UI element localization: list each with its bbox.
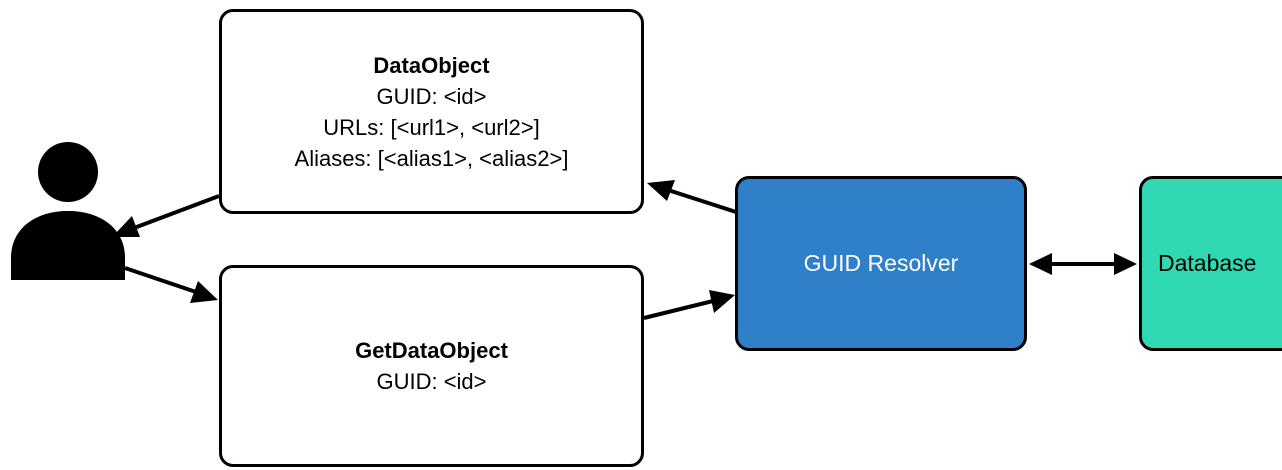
data-object-title: DataObject <box>373 52 490 78</box>
get-data-object-box: GetDataObject GUID: <id> <box>219 265 644 467</box>
data-object-box: DataObject GUID: <id> URLs: [<url1>, <ur… <box>219 9 644 214</box>
arrow-resolver-database-bidirectional <box>1029 253 1137 275</box>
data-object-urls: URLs: [<url1>, <url2>] <box>323 114 540 140</box>
data-object-guid: GUID: <id> <box>376 83 487 109</box>
get-data-object-title: GetDataObject <box>355 338 508 363</box>
database-box: Database <box>1139 176 1282 351</box>
arrow-user-to-get-data-object <box>124 266 218 303</box>
data-object-aliases: Aliases: [<alias1>, <alias2>] <box>294 145 569 171</box>
arrow-resolver-to-data-object <box>647 180 737 214</box>
user-icon <box>11 142 125 280</box>
arrow-get-data-object-to-resolver <box>643 290 735 320</box>
get-data-object-guid: GUID: <id> <box>376 369 487 394</box>
database-label: Database <box>1158 250 1257 276</box>
guid-resolver-box: GUID Resolver <box>735 176 1027 351</box>
arrow-data-object-to-user <box>112 194 220 237</box>
guid-resolver-label: GUID Resolver <box>803 250 959 276</box>
